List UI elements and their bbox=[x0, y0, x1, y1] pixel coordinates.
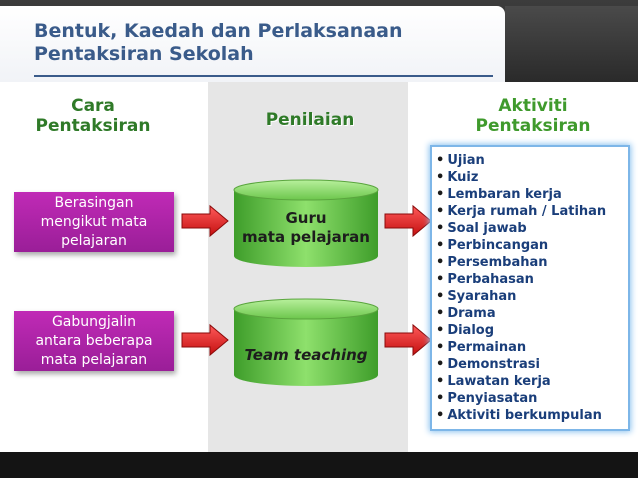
heading-penilaian: Penilaian bbox=[265, 110, 355, 130]
list-item: •Ujian bbox=[436, 153, 485, 168]
penilaian-band bbox=[208, 82, 408, 452]
list-item: •Lawatan kerja bbox=[436, 374, 551, 389]
list-item: •Kerja rumah / Latihan bbox=[436, 204, 607, 219]
list-item: •Permainan bbox=[436, 340, 527, 355]
list-item: •Dialog bbox=[436, 323, 495, 338]
footer-bar bbox=[0, 452, 638, 478]
list-item: •Persembahan bbox=[436, 255, 548, 270]
cylinder-label-team-teaching: Team teaching bbox=[244, 346, 368, 364]
list-item: •Perbahasan bbox=[436, 272, 534, 287]
list-item: •Aktiviti berkumpulan bbox=[436, 408, 602, 423]
arrow-right-icon bbox=[181, 323, 229, 357]
arrow-right-icon bbox=[181, 204, 229, 238]
arrow-right-icon bbox=[384, 204, 432, 238]
list-item: •Perbincangan bbox=[436, 238, 549, 253]
cara-box-berasingan: Berasingan mengikut mata pelajaran bbox=[14, 192, 174, 252]
header-strip bbox=[505, 6, 638, 82]
list-item: •Syarahan bbox=[436, 289, 517, 304]
list-item: •Drama bbox=[436, 306, 496, 321]
title-card: Bentuk, Kaedah dan Perlaksanaan Pentaksi… bbox=[0, 6, 505, 82]
slide-title: Bentuk, Kaedah dan Perlaksanaan Pentaksi… bbox=[34, 20, 403, 65]
cylinder-guru bbox=[233, 179, 379, 267]
list-item: •Soal jawab bbox=[436, 221, 527, 236]
list-item: •Penyiasatan bbox=[436, 391, 538, 406]
aktiviti-list-box: •Ujian •Kuiz •Lembaran kerja •Kerja ruma… bbox=[432, 147, 628, 429]
list-item: •Lembaran kerja bbox=[436, 187, 562, 202]
list-item: •Kuiz bbox=[436, 170, 479, 185]
heading-cara-pentaksiran: Cara Pentaksiran bbox=[35, 96, 151, 136]
heading-aktiviti-pentaksiran: Aktiviti Pentaksiran bbox=[475, 96, 591, 136]
title-underline bbox=[34, 75, 493, 77]
aktiviti-list: •Ujian •Kuiz •Lembaran kerja •Kerja ruma… bbox=[432, 147, 628, 424]
list-item: •Demonstrasi bbox=[436, 357, 540, 372]
cylinder-label-guru: Guru mata pelajaran bbox=[242, 209, 370, 246]
cylinder-team-teaching bbox=[233, 298, 379, 386]
arrow-right-icon bbox=[384, 323, 432, 357]
cara-box-gabungjalin: Gabungjalin antara beberapa mata pelajar… bbox=[14, 311, 174, 371]
